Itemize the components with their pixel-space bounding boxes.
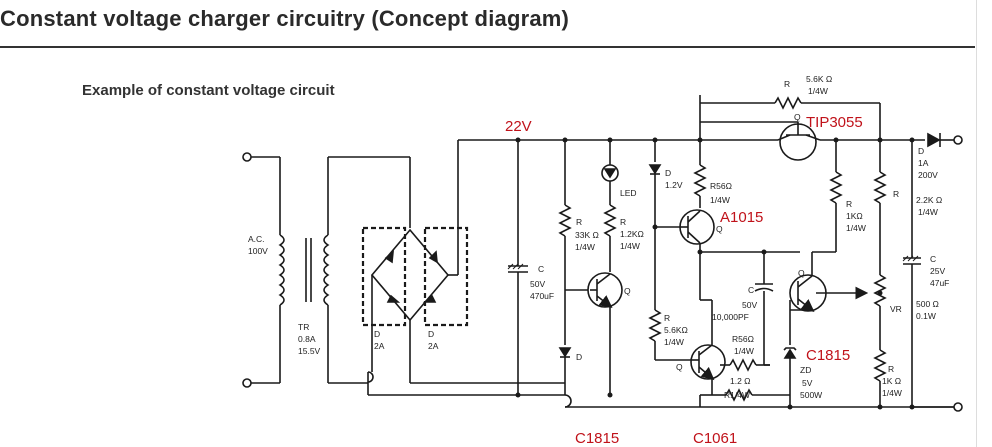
label-dout-3: 200V bbox=[918, 170, 938, 180]
label-q-mid: Q bbox=[624, 286, 631, 296]
filter-capacitor bbox=[754, 252, 774, 366]
main-capacitor bbox=[508, 140, 528, 395]
annotation-22v: 22V bbox=[505, 118, 532, 135]
label-vr-3: 0.1W bbox=[916, 311, 936, 321]
label-cmain-1: C bbox=[538, 264, 544, 274]
label-q-c1061: Q bbox=[676, 362, 683, 372]
annotation-c1815-bottom: C1815 bbox=[575, 430, 619, 447]
label-cout-3: 47uF bbox=[930, 278, 949, 288]
label-zd-2: 5V bbox=[802, 378, 813, 388]
label-r12k-2: 1.2KΩ bbox=[620, 229, 644, 239]
label-tr-2: 0.8A bbox=[298, 334, 316, 344]
junction-dots bbox=[515, 137, 915, 410]
top-feedback-resistor bbox=[700, 96, 881, 140]
output-stage bbox=[903, 132, 963, 412]
annotation-tip3055: TIP3055 bbox=[806, 114, 863, 131]
label-tr-1: TR bbox=[298, 322, 309, 332]
label-r33k-2: 33K Ω bbox=[575, 230, 599, 240]
label-rb-3: 1/4W bbox=[882, 388, 902, 398]
label-d-low: D bbox=[576, 352, 582, 362]
diagram-subtitle: Example of constant voltage circuit bbox=[82, 82, 335, 99]
label-ac-2: 100V bbox=[248, 246, 268, 256]
label-d12-2: 1.2V bbox=[665, 180, 683, 190]
label-rtop-1: R bbox=[784, 79, 790, 89]
label-vr-2: 500 Ω bbox=[916, 299, 939, 309]
label-r12k-3: 1/4W bbox=[620, 241, 640, 251]
label-rtop-2: 5.6K Ω bbox=[806, 74, 832, 84]
title-divider bbox=[0, 46, 975, 48]
label-d12-1: D bbox=[665, 168, 671, 178]
page-title: Constant voltage charger circuitry (Conc… bbox=[0, 6, 570, 31]
zener-diode bbox=[783, 300, 797, 407]
label-r56k-2: 5.6KΩ bbox=[664, 325, 688, 335]
label-r56k-3: 1/4W bbox=[664, 337, 684, 347]
label-cf-2: 50V bbox=[742, 300, 757, 310]
label-r33k-1: R bbox=[576, 217, 582, 227]
label-cout-2: 25V bbox=[930, 266, 945, 276]
label-dout-1: D bbox=[918, 146, 924, 156]
label-r12-2: R1/4W bbox=[724, 390, 750, 400]
label-r12-1: 1.2 Ω bbox=[730, 376, 751, 386]
c1815-stage bbox=[789, 252, 869, 312]
label-r56b-1: R56Ω bbox=[732, 334, 754, 344]
label-r56k-1: R bbox=[664, 313, 670, 323]
label-r56a-2: 1/4W bbox=[710, 195, 730, 205]
label-q-c1815: Q bbox=[798, 268, 805, 278]
label-ac-1: A.C. bbox=[248, 234, 265, 244]
label-rtop-3: 1/4W bbox=[808, 86, 828, 96]
label-rb-1: R bbox=[888, 364, 894, 374]
label-r1k-3: 1/4W bbox=[846, 223, 866, 233]
label-led: LED bbox=[620, 188, 637, 198]
page-edge-divider bbox=[976, 0, 977, 447]
label-cout-1: C bbox=[930, 254, 936, 264]
tip3055-transistor bbox=[700, 121, 925, 161]
output-divider bbox=[873, 140, 887, 407]
ac-input-terminals bbox=[242, 152, 281, 388]
label-r22k-3: 1/4W bbox=[918, 207, 938, 217]
label-cmain-3: 470uF bbox=[530, 291, 554, 301]
annotation-a1015: A1015 bbox=[720, 209, 763, 226]
label-r12k-1: R bbox=[620, 217, 626, 227]
annotation-c1815-right: C1815 bbox=[806, 347, 850, 364]
label-r56a-1: R56Ω bbox=[710, 181, 732, 191]
led-column bbox=[587, 140, 623, 395]
label-dout-2: 1A bbox=[918, 158, 929, 168]
label-bridge-d2-1: D bbox=[428, 329, 434, 339]
label-cf-3: 10,000PF bbox=[712, 312, 749, 322]
transformer bbox=[278, 156, 411, 384]
label-zd-3: 500W bbox=[800, 390, 822, 400]
label-q-tip: Q bbox=[794, 112, 801, 122]
annotation-c1061: C1061 bbox=[693, 430, 737, 447]
r1k-vertical bbox=[812, 140, 843, 253]
label-cf-1: C bbox=[748, 285, 754, 295]
bridge-rectifier bbox=[361, 140, 565, 384]
c1061-stage bbox=[690, 299, 790, 407]
label-q-a1015: Q bbox=[716, 224, 723, 234]
label-rb-2: 1K Ω bbox=[882, 376, 901, 386]
label-vr: VR bbox=[890, 304, 902, 314]
label-bridge-d1-1: D bbox=[374, 329, 380, 339]
label-r22k-1: R bbox=[893, 189, 899, 199]
label-r1k-1: R bbox=[846, 199, 852, 209]
label-r56b-2: 1/4W bbox=[734, 346, 754, 356]
label-zd-1: ZD bbox=[800, 365, 811, 375]
label-cmain-2: 50V bbox=[530, 279, 545, 289]
r33k-column bbox=[558, 140, 590, 383]
label-r33k-3: 1/4W bbox=[575, 242, 595, 252]
label-r1k-2: 1KΩ bbox=[846, 211, 863, 221]
label-bridge-d1-2: 2A bbox=[374, 341, 385, 351]
label-tr-3: 15.5V bbox=[298, 346, 321, 356]
label-bridge-d2-2: 2A bbox=[428, 341, 439, 351]
r56k-vertical bbox=[648, 227, 690, 361]
label-r22k-2: 2.2K Ω bbox=[916, 195, 942, 205]
